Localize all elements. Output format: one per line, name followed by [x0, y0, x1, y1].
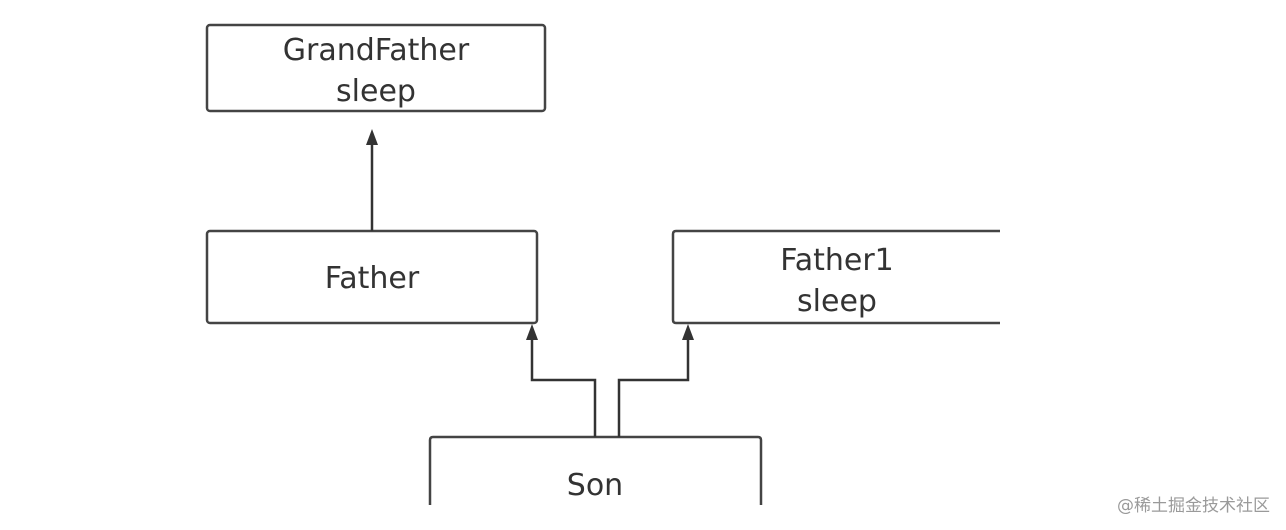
- arrowhead-father1: [682, 324, 694, 340]
- node-father1-box: [671, 229, 1000, 325]
- node-father1-title: Father1: [780, 243, 894, 278]
- node-father1: Father1 sleep: [671, 229, 1000, 325]
- arrowhead-grandfather: [366, 129, 378, 145]
- arrowhead-father: [526, 324, 538, 340]
- node-grandfather-method: sleep: [336, 74, 416, 109]
- node-father: Father: [205, 229, 539, 325]
- node-grandfather-title: GrandFather: [283, 33, 470, 68]
- edge-father-to-grandfather: [366, 129, 378, 231]
- node-father-title: Father: [325, 261, 420, 296]
- node-grandfather: GrandFather sleep: [205, 23, 547, 113]
- node-grandfather-box: [205, 23, 547, 113]
- edge-son-to-father: [526, 324, 597, 437]
- node-son-title: Son: [567, 468, 623, 503]
- watermark-text: @稀土掘金技术社区: [1117, 496, 1270, 516]
- node-father1-method: sleep: [797, 284, 877, 319]
- node-son: Son: [428, 435, 763, 505]
- edge-son-to-father1: [617, 324, 694, 437]
